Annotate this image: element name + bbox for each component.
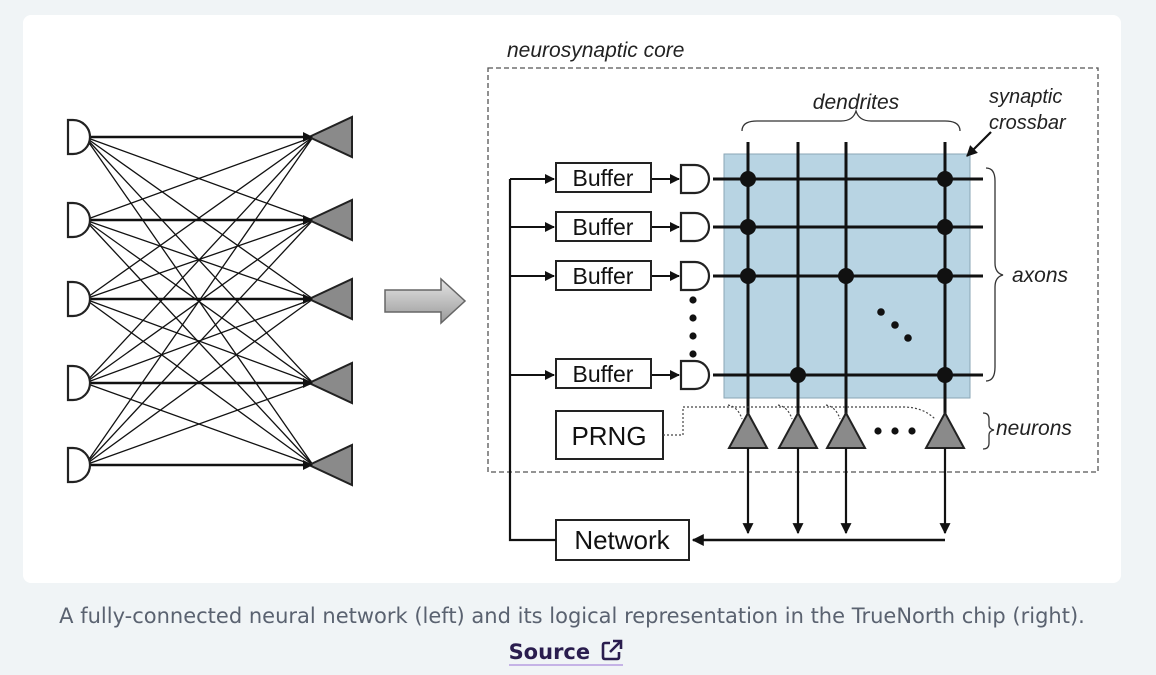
synapse-dot: [790, 367, 806, 383]
synapse-dot: [740, 171, 756, 187]
axons-label: axons: [1012, 264, 1069, 287]
source-label: Source: [508, 640, 591, 664]
ellipsis-dot: [689, 296, 697, 304]
figure-card: neurosynaptic core dendrites synaptic cr…: [23, 15, 1121, 583]
axon-input-icon: [679, 359, 711, 391]
source-link[interactable]: Source: [508, 639, 624, 666]
core-label: neurosynaptic core: [507, 39, 684, 62]
neuron-node-icon: [306, 198, 353, 242]
neuron-node-icon: [306, 361, 353, 405]
fc-edge: [84, 136, 314, 221]
ellipsis-dot: [874, 427, 882, 435]
neuron-node-icon: [306, 115, 353, 159]
buffer-box: Buffer: [555, 162, 652, 193]
prng-connector: [663, 406, 936, 436]
ellipsis-dot: [904, 334, 912, 342]
ellipsis-dot: [689, 350, 697, 358]
buffer-box: Buffer: [555, 358, 652, 389]
neuron-triangle-icon: [777, 410, 819, 449]
figure-caption: A fully-connected neural network (left) …: [59, 604, 1085, 628]
prng-tap: [825, 404, 841, 420]
arrowhead-icon: [303, 215, 313, 225]
ellipsis-dot: [891, 427, 899, 435]
synapse-dot: [937, 268, 953, 284]
ellipsis-dot: [877, 308, 885, 316]
axon-node-icon: [66, 446, 92, 484]
fc-edge: [84, 219, 314, 466]
buffer-box: Buffer: [555, 211, 652, 242]
neuron-node-icon: [306, 443, 353, 487]
buffer-box: Buffer: [555, 260, 652, 291]
prng-box: PRNG: [555, 410, 664, 460]
axon-node-icon: [66, 280, 92, 318]
buffer-column: Buffer Buffer Buffer Buffer: [555, 162, 652, 389]
transform-arrow-icon: [384, 277, 467, 325]
buffer-label: Buffer: [573, 214, 634, 240]
buffer-label: Buffer: [573, 263, 634, 289]
synaptic-label: synaptic: [989, 86, 1062, 108]
fc-edge: [84, 136, 314, 384]
neurosynaptic-core-box: [487, 67, 1099, 473]
arrowhead-icon: [303, 378, 313, 388]
source-row: Source: [0, 639, 1132, 666]
synapse-dot: [740, 268, 756, 284]
axon-node-icon: [66, 118, 92, 156]
dendrites-brace: [741, 108, 961, 132]
synapse-dot: [740, 219, 756, 235]
network-label: Network: [574, 525, 670, 555]
prng-tap: [777, 404, 793, 420]
synapse-dot: [937, 219, 953, 235]
prng-tap: [727, 404, 743, 420]
arrowhead-icon: [303, 132, 313, 142]
neuron-triangle-icon: [825, 410, 867, 449]
arrowhead-icon: [303, 294, 313, 304]
fc-edge: [84, 136, 314, 300]
fully-connected-nodes: [66, 115, 353, 487]
fc-edge: [84, 298, 314, 466]
axon-node-icon: [66, 201, 92, 239]
dendrites-label: dendrites: [813, 91, 900, 114]
arrowhead-icon: [303, 460, 313, 470]
fc-edge: [84, 136, 314, 466]
neuron-node-icon: [306, 277, 353, 321]
ellipsis-dot: [689, 314, 697, 322]
axons-brace: [985, 167, 1004, 382]
synapse-dot: [937, 367, 953, 383]
axon-input-icon: [679, 163, 711, 195]
axon-input-icon: [679, 211, 711, 243]
ellipsis-dot: [908, 427, 916, 435]
feedback-line: [508, 179, 556, 542]
neuron-triangle-icon: [727, 410, 769, 449]
neuron-triangle-icon: [924, 410, 966, 449]
synapse-dot: [838, 268, 854, 284]
network-wiring: [508, 174, 951, 546]
buffer-label: Buffer: [573, 361, 634, 387]
fc-edge: [84, 382, 314, 466]
ellipsis-dot: [689, 332, 697, 340]
crossbar-label: crossbar: [989, 112, 1067, 134]
neurons-brace: [982, 412, 995, 450]
neurons-label: neurons: [996, 417, 1072, 440]
crossbar-pointer: [966, 131, 992, 157]
axon-input-icon: [679, 260, 711, 292]
buffer-label: Buffer: [573, 165, 634, 191]
fc-edge: [84, 298, 314, 384]
fully-connected-edges: [84, 135, 314, 467]
truenorth-diagram: neurosynaptic core dendrites synaptic cr…: [66, 39, 1099, 561]
axon-node-icon: [66, 364, 92, 402]
ellipsis-dot: [891, 321, 899, 329]
external-link-icon: [602, 639, 623, 661]
prng-label: PRNG: [571, 421, 646, 451]
synapse-dot: [937, 171, 953, 187]
network-box: Network: [555, 519, 690, 561]
